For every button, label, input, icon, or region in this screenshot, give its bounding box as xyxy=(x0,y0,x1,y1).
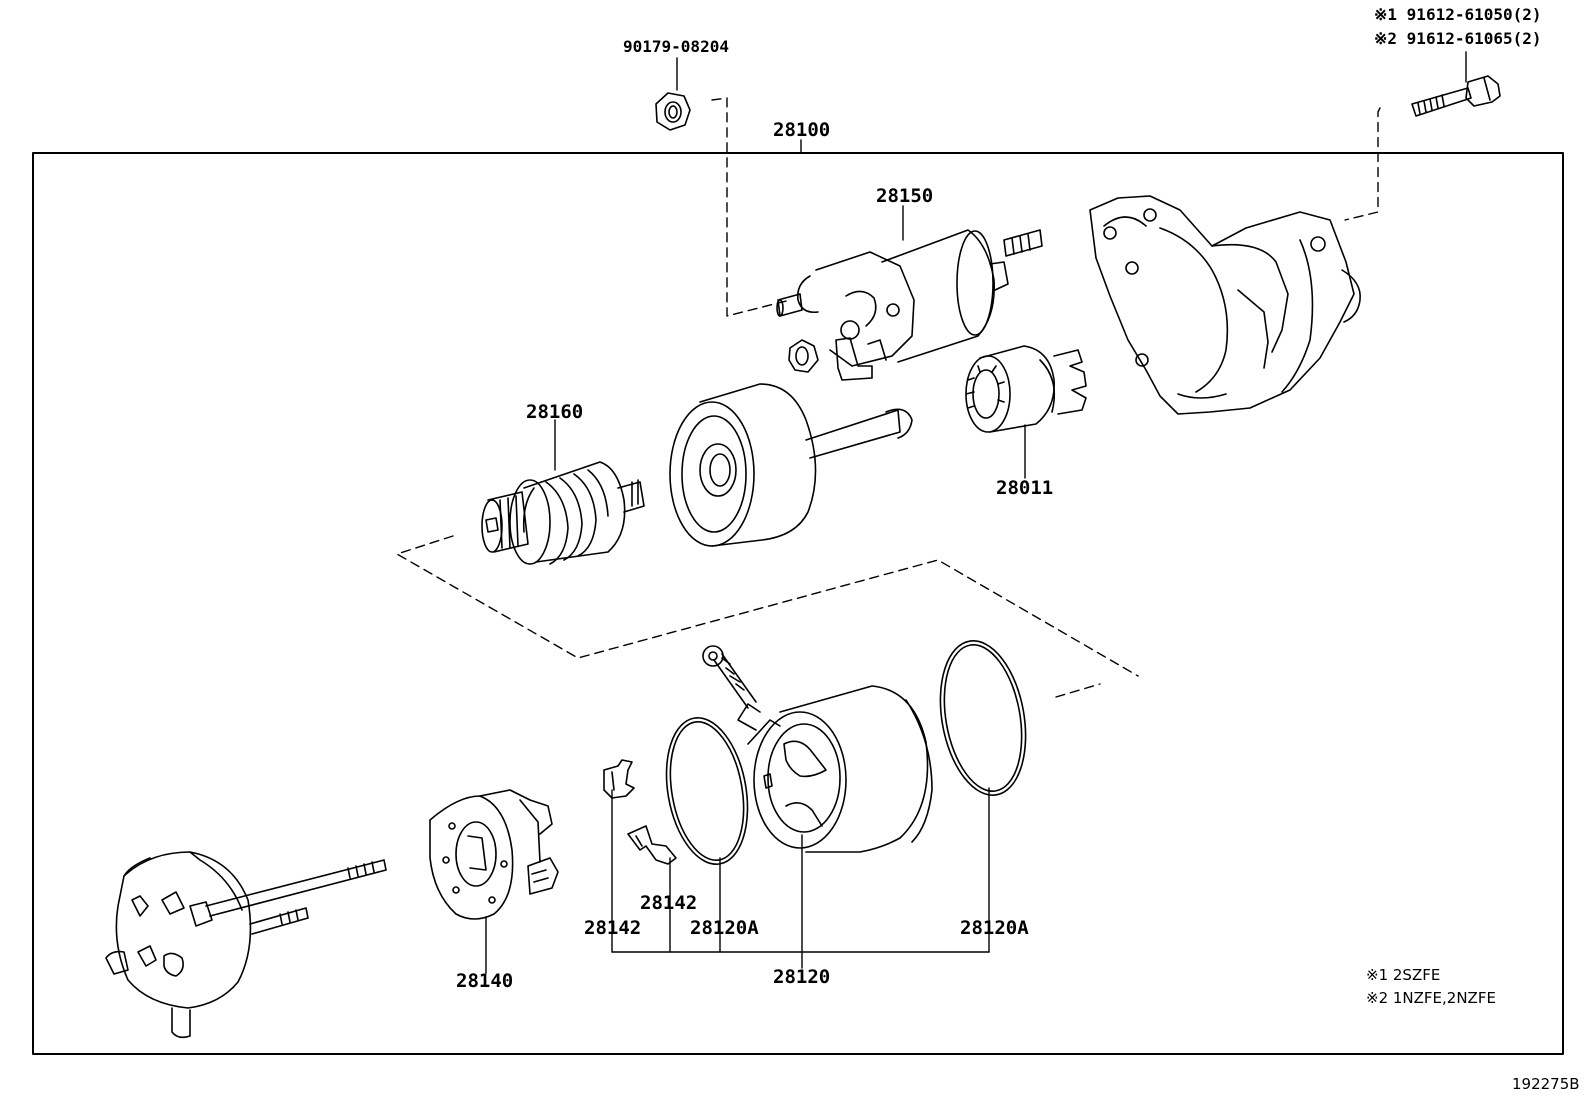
clutch-part xyxy=(965,345,1087,433)
field-coil-part xyxy=(702,645,933,853)
callout-ring-b: 28120A xyxy=(960,917,1029,939)
callout-armature: 28160 xyxy=(526,401,583,423)
dashed-alignment-lines xyxy=(396,97,1381,698)
figure-reference: 192275B xyxy=(1512,1075,1580,1093)
footnote-2: ※2 1NZFE,2NZFE xyxy=(1366,989,1496,1007)
callout-spring-a: 28142 xyxy=(640,892,697,914)
callout-brush-holder: 28140 xyxy=(456,970,513,992)
callout-spring-b: 28142 xyxy=(584,917,641,939)
leader-lines xyxy=(485,51,1467,974)
bolt-part xyxy=(1411,75,1501,117)
o-ring-part xyxy=(939,640,1027,796)
solenoid-part xyxy=(776,229,1043,381)
end-frame-part xyxy=(105,851,387,1039)
callout-bolt-2: ※2 91612-61065(2) xyxy=(1374,29,1542,48)
callout-nut: 90179-08204 xyxy=(623,37,729,56)
callout-solenoid: 28150 xyxy=(876,185,933,207)
brush-spring-part xyxy=(603,759,635,799)
o-ring-part xyxy=(665,717,749,865)
armature-part xyxy=(481,461,645,565)
callout-yoke: 28120 xyxy=(773,966,830,988)
nut-part xyxy=(655,92,691,131)
callout-ring-a: 28120A xyxy=(690,917,759,939)
assembly-frame xyxy=(32,152,1564,1055)
motor-yoke-part xyxy=(669,383,913,547)
footnote-1: ※1 2SZFE xyxy=(1366,966,1440,984)
drive-housing-part xyxy=(1089,195,1361,415)
brush-holder-part xyxy=(429,789,559,920)
callout-assembly: 28100 xyxy=(773,119,830,141)
callout-bolt-1: ※1 91612-61050(2) xyxy=(1374,5,1542,24)
callout-clutch: 28011 xyxy=(996,477,1053,499)
brush-spring-part xyxy=(627,825,677,865)
